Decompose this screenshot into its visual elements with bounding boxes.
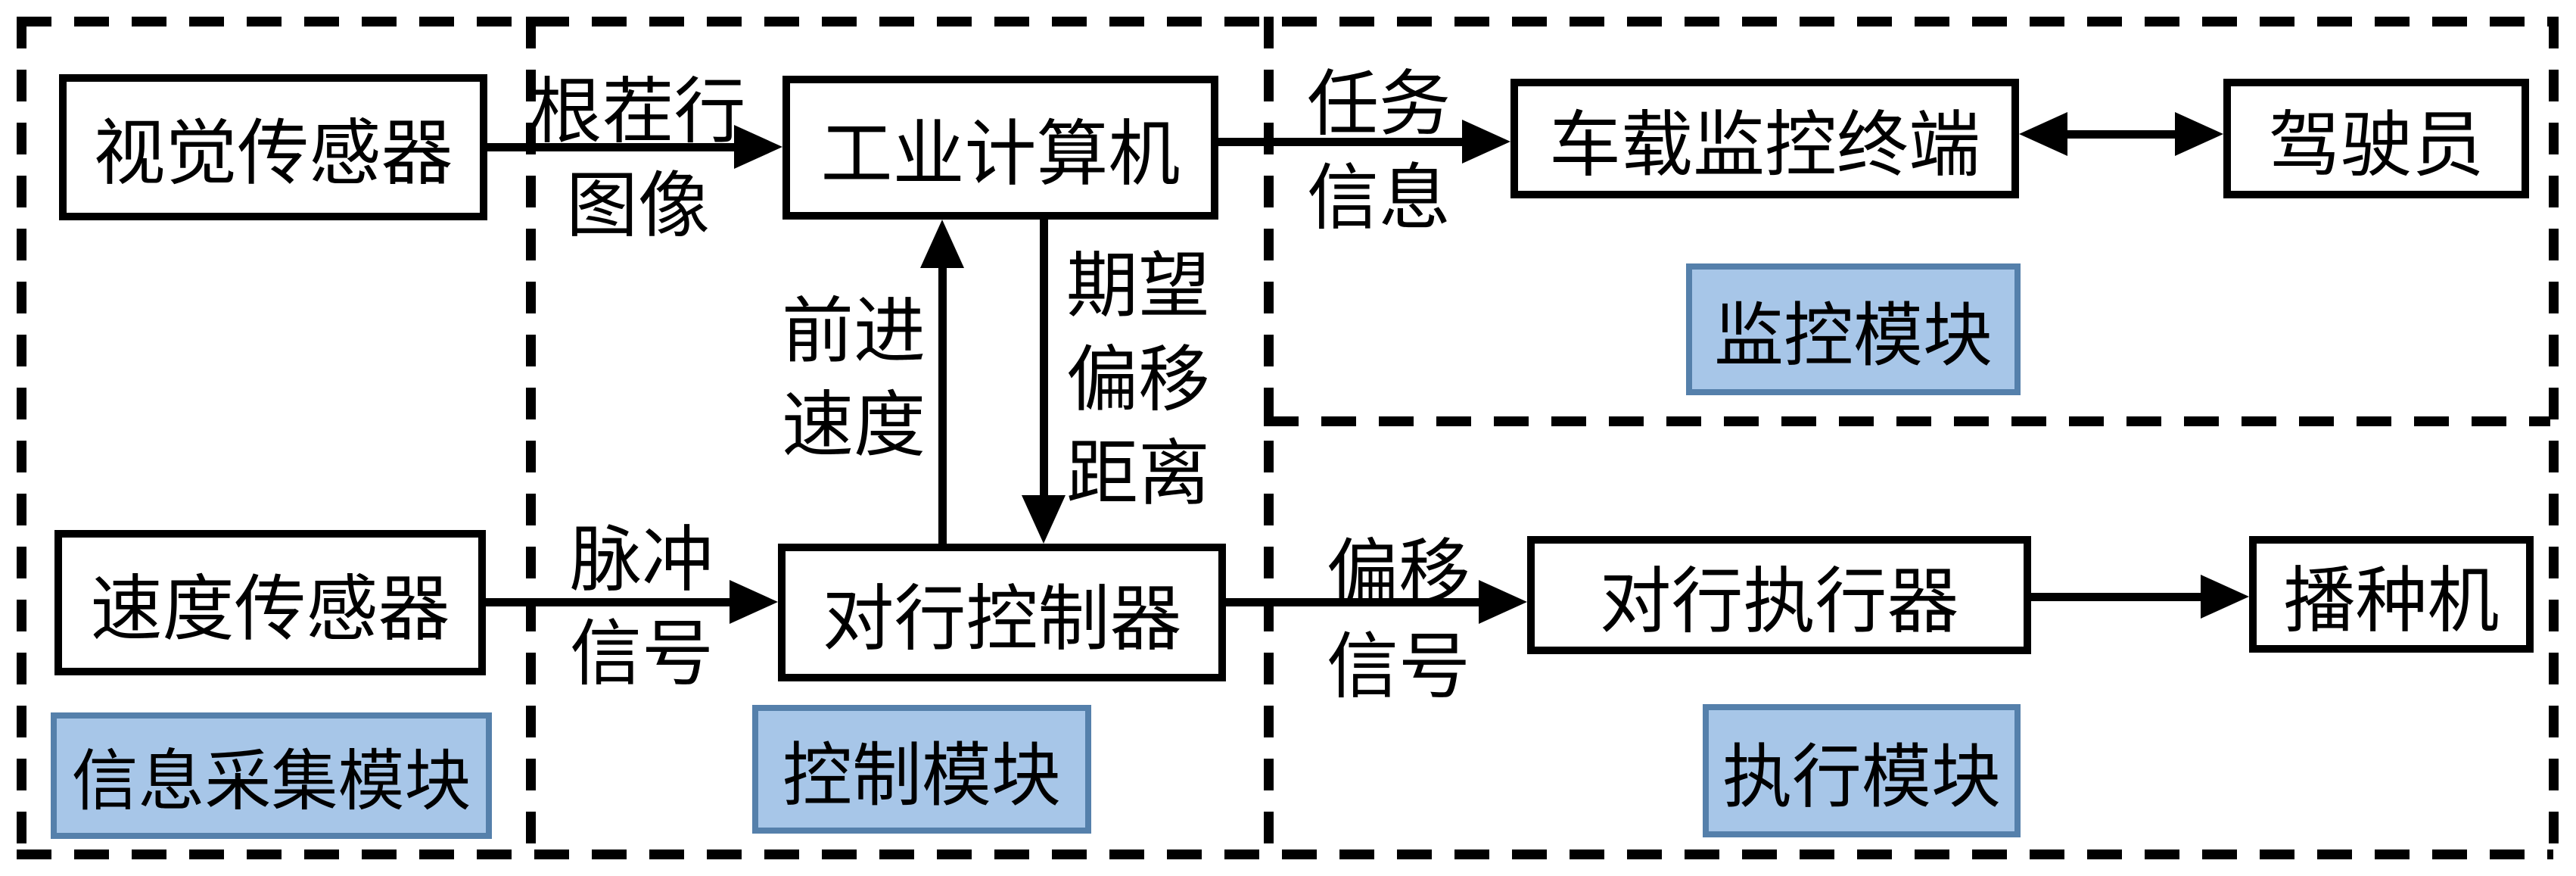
box-driver-label: 驾驶员 [2268,104,2484,185]
edge-label-forward-speed-line1: 前进 [781,291,926,372]
arrow-pulse-signal-head-icon [730,580,778,624]
arrow-offset-signal-head-icon [1479,580,1527,624]
arrow-task-info-shaft [1218,138,1464,146]
box-vehicle-monitor-terminal-label: 车载监控终端 [1548,104,1980,185]
arrow-terminal-driver-right-head-icon [2175,112,2223,156]
arrow-terminal-driver-shaft [2063,130,2178,139]
edge-label-pulse-signal-line1: 脉冲 [569,520,714,600]
module-label-monitor: 监控模块 [1686,263,2021,395]
box-driver: 驾驶员 [2223,79,2529,198]
arrow-root-image-head-icon [734,125,782,169]
box-speed-sensor: 速度传感器 [54,530,486,675]
module-label-collection-text: 信息采集模块 [71,746,471,819]
edge-label-forward-speed-line2: 速度 [781,385,926,466]
edge-label-offset-signal: 偏移 信号 [1327,526,1470,714]
box-vision-sensor: 视觉传感器 [59,74,487,220]
box-row-actuator-label: 对行执行器 [1599,561,1959,642]
edge-label-root-image: 根茬行 图像 [530,65,745,253]
arrow-offset-signal-shaft [1226,598,1483,606]
edge-label-pulse-signal: 脉冲 信号 [570,513,714,701]
edge-label-pulse-signal-line2: 信号 [569,614,714,694]
arrow-forward-speed-shaft [938,263,947,544]
arrow-actuator-seeder-shaft [2031,593,2204,601]
edge-label-task-info-line1: 任务 [1306,64,1451,145]
edge-label-forward-speed: 前进 速度 [782,285,926,472]
edge-label-offset-signal-line2: 信号 [1326,627,1471,707]
box-row-controller-label: 对行控制器 [822,578,1182,659]
edge-label-expected-offset-line1: 期望 [1066,246,1211,326]
edge-label-expected-offset-line3: 距离 [1066,434,1211,514]
divider-monitor-execution [1264,416,2550,426]
arrow-pulse-signal-shaft [486,598,733,606]
outer-border-top [17,17,2553,26]
edge-label-task-info: 任务 信息 [1307,58,1451,245]
divider-collection-control [526,17,536,850]
module-label-control-text: 控制模块 [782,737,1061,815]
box-row-controller: 对行控制器 [778,544,1226,681]
arrow-root-image-shaft [487,143,737,151]
box-vision-sensor-label: 视觉传感器 [93,114,453,194]
outer-border-left [17,17,26,859]
module-label-collection: 信息采集模块 [51,712,492,839]
edge-label-expected-offset: 期望 偏移 距离 [1066,239,1210,521]
arrow-task-info-head-icon [1462,120,1510,164]
module-label-execution-text: 执行模块 [1722,738,2001,816]
edge-label-task-info-line2: 信息 [1306,158,1451,238]
module-label-control: 控制模块 [752,705,1091,834]
arrow-expected-offset-shaft [1040,220,1048,498]
module-label-execution: 执行模块 [1703,704,2021,837]
arrow-expected-offset-head-icon [1022,495,1066,544]
outer-border-right [2549,17,2559,859]
arrow-terminal-driver-left-head-icon [2019,112,2067,156]
box-vehicle-monitor-terminal: 车载监控终端 [1510,79,2019,198]
outer-border-bottom [17,850,2553,859]
box-seeder: 播种机 [2249,536,2534,653]
edge-label-root-image-line1: 根茬行 [530,72,746,152]
box-row-actuator: 对行执行器 [1527,536,2031,654]
box-industrial-computer-label: 工业计算机 [820,114,1181,195]
box-speed-sensor-label: 速度传感器 [90,569,450,650]
edge-label-offset-signal-line1: 偏移 [1326,533,1471,613]
edge-label-root-image-line2: 图像 [565,166,711,246]
edge-label-expected-offset-line2: 偏移 [1066,340,1211,420]
box-seeder-label: 播种机 [2283,560,2500,641]
module-label-monitor-text: 监控模块 [1713,297,1993,375]
box-industrial-computer: 工业计算机 [782,76,1218,220]
arrow-actuator-seeder-head-icon [2201,575,2249,619]
arrow-forward-speed-head-icon [920,220,964,268]
divider-control-right [1264,17,1274,850]
